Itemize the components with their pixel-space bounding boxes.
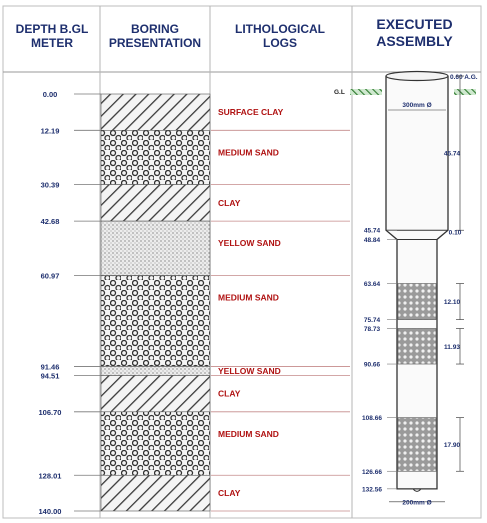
housing-top-ellipse <box>385 70 449 82</box>
litho-label: MEDIUM SAND <box>218 147 279 157</box>
depth-label: 140.00 <box>39 507 62 516</box>
boring-column <box>100 93 211 512</box>
assembly-depth-label: 63.64 <box>364 281 381 288</box>
ground-hatch-left <box>350 89 382 95</box>
litho-label: MEDIUM SAND <box>218 429 279 439</box>
screen-length-1-label: 11.93 <box>444 344 460 351</box>
litho-label: CLAY <box>218 389 241 399</box>
header-depth: DEPTH B.GL METER <box>0 22 104 50</box>
reducer-length-label: 0.10 <box>449 229 462 236</box>
boring-layer-clay <box>100 375 211 413</box>
depth-label: 30.39 <box>41 181 60 190</box>
depth-label: 42.68 <box>41 217 60 226</box>
assembly-depth-label: 45.74 <box>364 228 381 235</box>
litho-column: SURFACE CLAY MEDIUM SAND CLAY YELLOW SAND ME… <box>211 107 350 512</box>
assembly-depth-label: 90.66 <box>364 362 381 369</box>
boring-layer-medium-sand <box>100 275 211 367</box>
depth-label: 106.70 <box>39 408 62 417</box>
screen-diameter-label: 200mm Ø <box>402 499 431 506</box>
boring-layer-clay <box>100 93 211 131</box>
header-assembly-line1: EXECUTED <box>376 16 453 32</box>
screen-length-2-label: 17.90 <box>444 442 461 449</box>
header-depth-line2: METER <box>31 36 73 50</box>
depth-label: 0.00 <box>43 90 58 99</box>
boring-layer-clay <box>100 184 211 222</box>
boring-layer-clay <box>100 474 211 512</box>
depth-label: 94.51 <box>41 372 60 381</box>
litho-label: YELLOW SAND <box>218 238 281 248</box>
depth-label: 128.01 <box>39 471 62 480</box>
depth-label: 91.46 <box>41 362 60 371</box>
bottom-plug <box>412 488 422 492</box>
housing-diameter-label: 300mm Ø <box>402 102 431 109</box>
screen-length-0-label: 12.10 <box>444 299 461 306</box>
litho-label: CLAY <box>218 488 241 498</box>
screen-section <box>397 283 437 320</box>
ground-hatch-right <box>454 89 476 95</box>
litho-label: MEDIUM SAND <box>218 293 279 303</box>
boring-layer-yellow-sand <box>100 366 211 376</box>
assembly-depth-label: 132.56 <box>362 486 382 493</box>
header-boring: BORING PRESENTATION <box>100 22 210 50</box>
assembly-depth-label: 48.84 <box>364 237 381 244</box>
header-litho-line1: LITHOLOGICAL <box>235 22 325 36</box>
header-boring-line1: BORING <box>131 22 179 36</box>
assembly-column: G.L 0.60 A.G. 300mm Ø 45.74 48.84 63.64 75.74 7… <box>334 70 478 506</box>
header-assembly: EXECUTED ASSEMBLY <box>352 16 477 50</box>
assembly-depth-label: 78.73 <box>364 326 381 333</box>
header-depth-line1: DEPTH B.GL <box>15 22 89 36</box>
casing-outline <box>385 76 449 490</box>
depth-label: 60.97 <box>41 272 60 281</box>
litho-label: SURFACE CLAY <box>218 107 284 117</box>
header-litho: LITHOLOGICAL LOGS <box>210 22 350 50</box>
litho-label: CLAY <box>218 198 241 208</box>
assembly-depth-label: 75.74 <box>364 317 381 324</box>
header-litho-line2: LOGS <box>262 36 297 50</box>
depth-label: 12.19 <box>41 126 60 135</box>
screen-section <box>397 417 437 472</box>
assembly-depth-label: 108.66 <box>362 415 382 422</box>
header-assembly-line2: ASSEMBLY <box>376 33 453 49</box>
screen-section <box>397 328 437 365</box>
boring-layer-yellow-sand <box>100 220 211 276</box>
above-gl-label: 0.60 A.G. <box>450 74 478 81</box>
gl-label: G.L <box>334 89 345 96</box>
outer-border <box>2 5 482 519</box>
boring-layer-medium-sand <box>100 130 211 185</box>
header-boring-line2: PRESENTATION <box>108 36 202 50</box>
housing-length-label: 45.74 <box>444 151 461 158</box>
litho-label: YELLOW SAND <box>218 366 281 376</box>
boring-layer-medium-sand <box>100 411 211 476</box>
assembly-depth-label: 126.66 <box>362 469 382 476</box>
